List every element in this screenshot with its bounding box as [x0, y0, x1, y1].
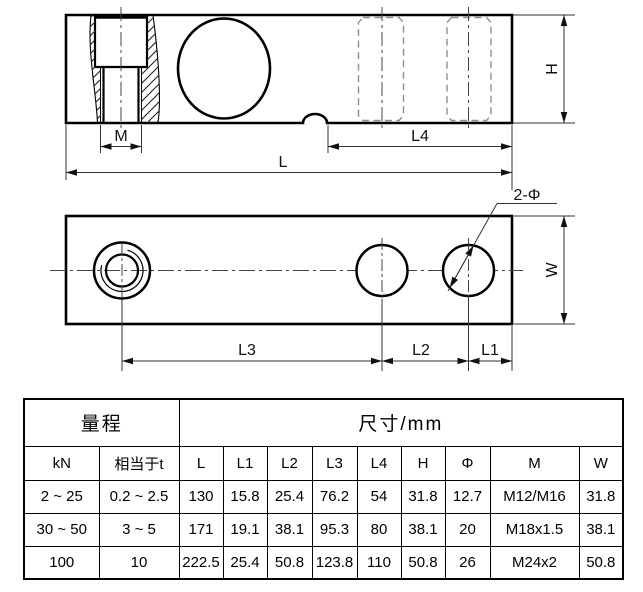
- col-header-phi: Φ: [444, 445, 491, 481]
- cell: 3 ~ 5: [98, 512, 180, 547]
- dim-label-l1: L1: [481, 342, 499, 359]
- dim-m: [100, 125, 142, 153]
- cell: M24x2: [489, 545, 580, 580]
- group-header-range: 量程: [23, 398, 180, 447]
- side-view: H M L4 L: [64, 7, 575, 190]
- table-row: 30 ~ 50 3 ~ 5 171 19.1 38.1 95.3 80 38.1…: [23, 512, 624, 547]
- dim-label-m: M: [114, 128, 127, 145]
- table-column-header-row: kN 相当于t L L1 L2 L3 L4 H Φ M W: [23, 445, 624, 481]
- side-view-body-outline: [64, 13, 514, 125]
- col-header-l2: L2: [266, 445, 313, 481]
- cell: 80: [356, 512, 402, 547]
- hatch-left: [89, 15, 101, 123]
- cell: 20: [444, 512, 491, 547]
- cell: 12.7: [444, 479, 491, 514]
- cell: 171: [178, 512, 224, 547]
- col-header-w: W: [578, 445, 624, 481]
- table-row: 100 10 222.5 25.4 50.8 123.8 110 50.8 26…: [23, 545, 624, 580]
- dim-label-w: W: [544, 262, 561, 278]
- load-cell-drawing: H M L4 L: [50, 7, 575, 371]
- hatch-right: [141, 15, 160, 123]
- cell: 25.4: [266, 479, 313, 514]
- dim-l: [65, 125, 513, 190]
- hidden-hole-centerlines: [381, 7, 469, 131]
- dim-w: [514, 215, 575, 325]
- cell: M12/M16: [489, 479, 580, 514]
- dim-label-h: H: [544, 63, 561, 75]
- cell: 31.8: [400, 479, 446, 514]
- cell: 2 ~ 25: [23, 479, 100, 514]
- cell: 38.1: [400, 512, 446, 547]
- col-header-tons: 相当于t: [98, 445, 180, 481]
- shear-hole: [176, 17, 272, 120]
- col-header-l3: L3: [311, 445, 358, 481]
- cell: 19.1: [222, 512, 268, 547]
- dim-label-l2: L2: [412, 342, 430, 359]
- table-group-header-row: 量程 尺寸/mm: [23, 398, 624, 447]
- dim-label-l3: L3: [238, 342, 256, 359]
- hole-callout: [447, 203, 557, 292]
- col-header-l4: L4: [356, 445, 402, 481]
- cell: 15.8: [222, 479, 268, 514]
- cell: 222.5: [178, 545, 224, 580]
- cell: 100: [23, 545, 100, 580]
- col-header-h: H: [400, 445, 446, 481]
- dim-l4: [327, 125, 512, 153]
- col-header-kn: kN: [23, 445, 100, 481]
- dim-label-l: L: [279, 154, 288, 171]
- cell: 50.8: [266, 545, 313, 580]
- table-row: 2 ~ 25 0.2 ~ 2.5 130 15.8 25.4 76.2 54 3…: [23, 479, 624, 514]
- cell: 50.8: [400, 545, 446, 580]
- cell: 54: [356, 479, 402, 514]
- cell: 0.2 ~ 2.5: [98, 479, 180, 514]
- cell: 25.4: [222, 545, 268, 580]
- cell: 76.2: [311, 479, 358, 514]
- col-header-m: M: [489, 445, 580, 481]
- cell: M18x1.5: [489, 512, 580, 547]
- hole-callout-2phi: 2-Φ: [514, 187, 541, 204]
- cell: 130: [178, 479, 224, 514]
- cell: 26: [444, 545, 491, 580]
- cell: 110: [356, 545, 402, 580]
- cell: 31.8: [578, 479, 624, 514]
- cell: 50.8: [578, 545, 624, 580]
- col-header-l1: L1: [222, 445, 268, 481]
- dim-h: [513, 14, 575, 124]
- group-header-dimensions: 尺寸/mm: [178, 398, 624, 447]
- cell: 10: [98, 545, 180, 580]
- hidden-holes: [357, 16, 492, 122]
- col-header-l: L: [178, 445, 224, 481]
- cell: 123.8: [311, 545, 358, 580]
- dim-label-l4: L4: [411, 128, 429, 145]
- cell: 38.1: [266, 512, 313, 547]
- cell: 95.3: [311, 512, 358, 547]
- cell: 30 ~ 50: [23, 512, 100, 547]
- spec-table: 量程 尺寸/mm kN 相当于t L L1 L2 L3 L4 H Φ M W 2…: [23, 398, 625, 580]
- plan-view: 2-Φ W L3 L2 L1: [50, 187, 575, 371]
- cell: 38.1: [578, 512, 624, 547]
